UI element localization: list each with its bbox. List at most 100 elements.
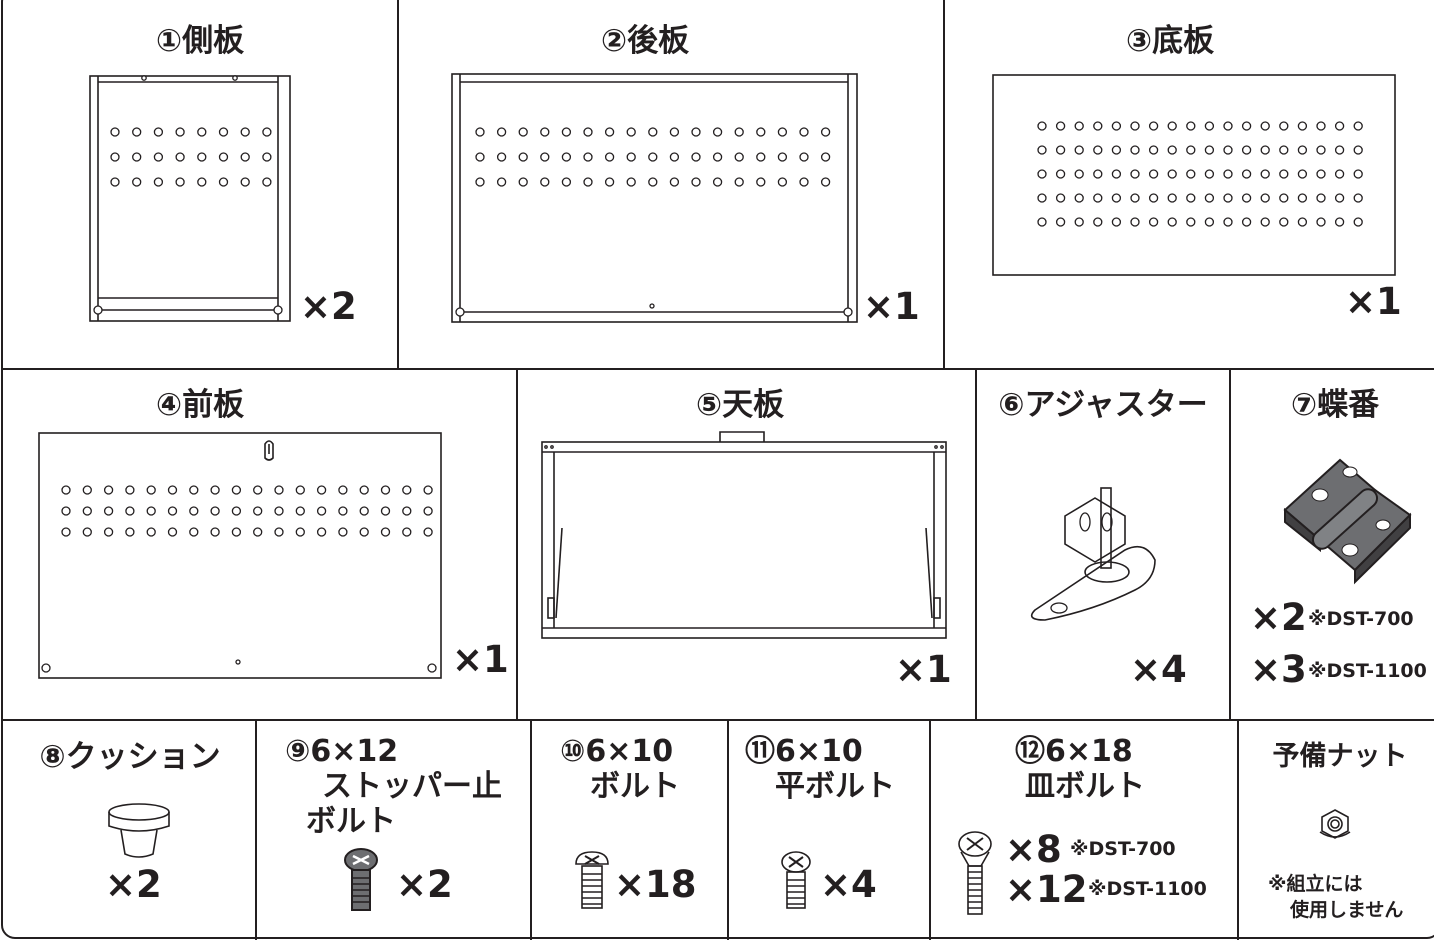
panel-hole xyxy=(61,527,71,537)
panel-hole xyxy=(1353,217,1363,227)
panel-hole xyxy=(712,127,723,137)
panel-hole xyxy=(253,527,263,537)
panel-hole xyxy=(777,127,788,137)
panel-hole xyxy=(1353,121,1363,131)
panel-hole xyxy=(262,177,272,187)
panel-hole xyxy=(380,506,391,516)
panel-hole xyxy=(820,152,831,162)
panel-hole xyxy=(146,485,156,495)
panel-hole xyxy=(125,506,135,516)
part-12-qty-a: ×8 xyxy=(1005,828,1062,871)
part-7-qty-b: ×3 xyxy=(1250,648,1307,691)
part-9-title-line3: ボルト xyxy=(306,804,396,839)
panel-hole xyxy=(295,485,305,495)
panel-hole xyxy=(734,127,744,137)
panel-hole xyxy=(1148,217,1159,227)
part-3-title: ③底板 xyxy=(1125,23,1215,59)
part-12-note-b: ※DST-1100 xyxy=(1088,878,1207,900)
panel-hole xyxy=(132,152,142,162)
part-3-qty: ×1 xyxy=(1345,280,1402,323)
panel-hole xyxy=(1037,169,1047,179)
col-divider-r3-e xyxy=(1237,720,1239,940)
panel-hole xyxy=(1204,217,1215,227)
panel-hole xyxy=(799,177,809,187)
panel-hole xyxy=(262,152,272,162)
panel-hole xyxy=(338,485,348,495)
part-4-title: ④前板 xyxy=(155,387,245,423)
panel-hole xyxy=(1260,145,1270,155)
panel-hole xyxy=(1316,145,1326,155)
part-7-title: ⑦蝶番 xyxy=(1290,387,1380,423)
panel-hole xyxy=(274,506,284,516)
panel-hole xyxy=(561,177,572,187)
panel-hole xyxy=(1334,217,1345,227)
panel-hole xyxy=(231,485,242,495)
part-2-title: ②後板 xyxy=(600,23,690,59)
panel-hole xyxy=(1297,169,1308,179)
panel-hole xyxy=(316,527,327,537)
panel-hole xyxy=(1055,169,1066,179)
panel-hole xyxy=(1186,193,1196,203)
part-7-note-b: ※DST-1100 xyxy=(1308,660,1427,682)
panel-hole xyxy=(1130,169,1140,179)
panel-hole xyxy=(1130,193,1140,203)
side-panel-drawing xyxy=(89,75,291,322)
panel-hole xyxy=(423,506,433,516)
panel-hole xyxy=(316,506,327,516)
part-4-qty: ×1 xyxy=(452,638,509,681)
panel-hole xyxy=(669,177,680,187)
panel-hole xyxy=(359,485,369,495)
panel-hole xyxy=(756,127,766,137)
part-7-qty-a: ×2 xyxy=(1250,596,1307,639)
panel-hole xyxy=(1055,217,1066,227)
panel-hole xyxy=(734,177,744,187)
panel-hole xyxy=(496,177,507,187)
panel-hole xyxy=(210,527,220,537)
col-divider-r3-c xyxy=(727,720,729,940)
panel-hole xyxy=(1130,217,1140,227)
panel-hole xyxy=(359,527,369,537)
part-11-qty: ×4 xyxy=(820,863,877,906)
panel-hole xyxy=(167,485,178,495)
part-6-title: ⑥アジャスター xyxy=(998,387,1208,423)
panel-hole xyxy=(189,506,199,516)
panel-hole xyxy=(1353,169,1363,179)
panel-hole xyxy=(561,152,572,162)
part-5-qty: ×1 xyxy=(895,648,952,691)
panel-hole xyxy=(1130,121,1140,131)
panel-hole xyxy=(1241,169,1252,179)
panel-hole xyxy=(1111,145,1122,155)
panel-hole xyxy=(1334,145,1345,155)
panel-hole xyxy=(1223,145,1233,155)
spare-nut-note-line2: 使用しません xyxy=(1290,899,1404,921)
panel-hole xyxy=(240,152,250,162)
panel-hole xyxy=(496,127,507,137)
panel-hole xyxy=(1260,121,1270,131)
panel-hole xyxy=(626,127,636,137)
panel-hole xyxy=(167,527,178,537)
panel-hole xyxy=(1204,169,1215,179)
panel-hole xyxy=(262,127,272,137)
panel-hole xyxy=(1334,121,1345,131)
panel-hole xyxy=(1167,193,1177,203)
panel-hole xyxy=(540,152,550,162)
panel-hole xyxy=(146,506,156,516)
panel-hole xyxy=(1316,169,1326,179)
panel-hole xyxy=(691,127,701,137)
bolt-drawing xyxy=(575,851,609,909)
panel-hole xyxy=(1167,121,1177,131)
panel-hole xyxy=(1353,145,1363,155)
panel-hole xyxy=(1074,193,1084,203)
panel-hole xyxy=(583,127,593,137)
panel-hole xyxy=(777,152,788,162)
part-10-qty: ×18 xyxy=(614,863,697,906)
panel-hole xyxy=(799,152,809,162)
top-panel-drawing xyxy=(541,431,947,639)
panel-hole xyxy=(210,485,220,495)
panel-hole xyxy=(210,506,220,516)
panel-hole xyxy=(712,177,723,187)
flange-nut-drawing xyxy=(1319,809,1351,839)
panel-hole xyxy=(153,177,164,187)
panel-hole xyxy=(1186,145,1196,155)
panel-hole xyxy=(274,527,284,537)
